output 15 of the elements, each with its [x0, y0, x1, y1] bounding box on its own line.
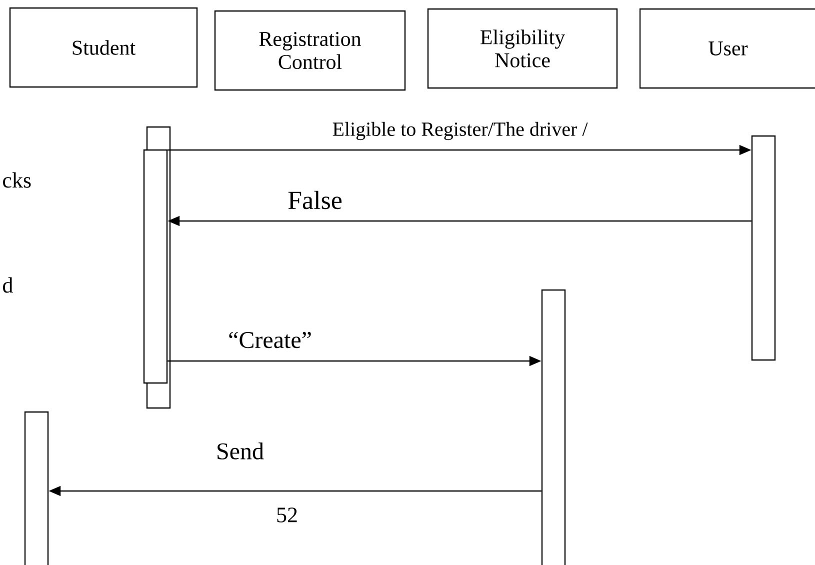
- edge-label: Eligible to Register/The driver /: [332, 122, 588, 140]
- activation-bar: [751, 135, 776, 361]
- edge-label: False: [288, 190, 342, 210]
- activation-bar: [143, 149, 168, 384]
- edge-label: “Create”: [229, 332, 311, 348]
- activation-bar: [24, 411, 49, 565]
- lifeline-box: Eligibility Notice: [427, 8, 618, 89]
- text-label: 52: [277, 508, 297, 522]
- text-label: d: [3, 277, 13, 293]
- lifeline-box: User: [639, 8, 815, 89]
- lifeline-box: Registration Control: [214, 10, 406, 91]
- lifeline-box: Student: [9, 7, 198, 88]
- activation-bar: [541, 289, 566, 565]
- text-label: cks: [3, 172, 31, 188]
- edge-label: Send: [218, 442, 264, 460]
